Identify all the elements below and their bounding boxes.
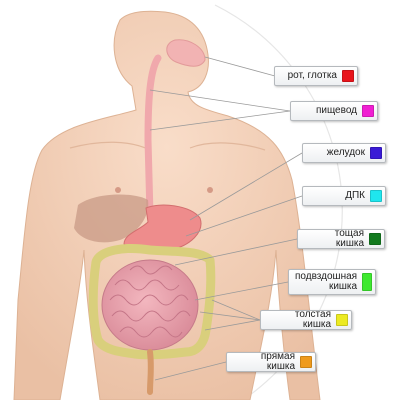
label-rectum-text: прямая кишка — [260, 351, 295, 372]
label-stomach-color-chip — [370, 147, 382, 159]
label-esophagus-text: пищевод — [315, 105, 357, 116]
label-colon-color-chip — [336, 314, 348, 326]
pharynx — [166, 39, 206, 67]
label-duodenum: ДПК — [302, 186, 386, 206]
label-stomach-text: желудок — [326, 147, 365, 158]
label-mouth-pharynx: рот, глотка — [274, 66, 358, 86]
label-colon: толстая кишка — [260, 310, 352, 330]
label-duodenum-color-chip — [370, 190, 382, 202]
label-esophagus-color-chip — [362, 105, 374, 117]
label-ileum-text: подвздошная кишка — [295, 271, 358, 292]
rectum — [147, 349, 154, 395]
label-jejunum-color-chip — [369, 233, 381, 245]
liver — [74, 194, 149, 243]
leader-lines — [149, 56, 303, 381]
label-mouth-pharynx-text: рот, глотка — [287, 70, 337, 81]
label-jejunum: тощая кишка — [297, 229, 385, 249]
label-colon-text: толстая кишка — [294, 309, 331, 330]
label-ileum: подвздошная кишка — [288, 269, 376, 295]
esophagus — [144, 54, 162, 219]
large-intestine — [88, 244, 216, 360]
label-duodenum-text: ДПК — [345, 190, 365, 201]
intestine-coils — [109, 265, 191, 338]
label-rectum-color-chip — [300, 356, 312, 368]
label-mouth-pharynx-color-chip — [342, 70, 354, 82]
label-ileum-color-chip — [362, 273, 372, 291]
label-esophagus: пищевод — [290, 101, 378, 121]
label-rectum: прямая кишка — [226, 352, 316, 372]
label-stomach: желудок — [302, 143, 386, 163]
label-jejunum-text: тощая кишка — [334, 228, 364, 249]
